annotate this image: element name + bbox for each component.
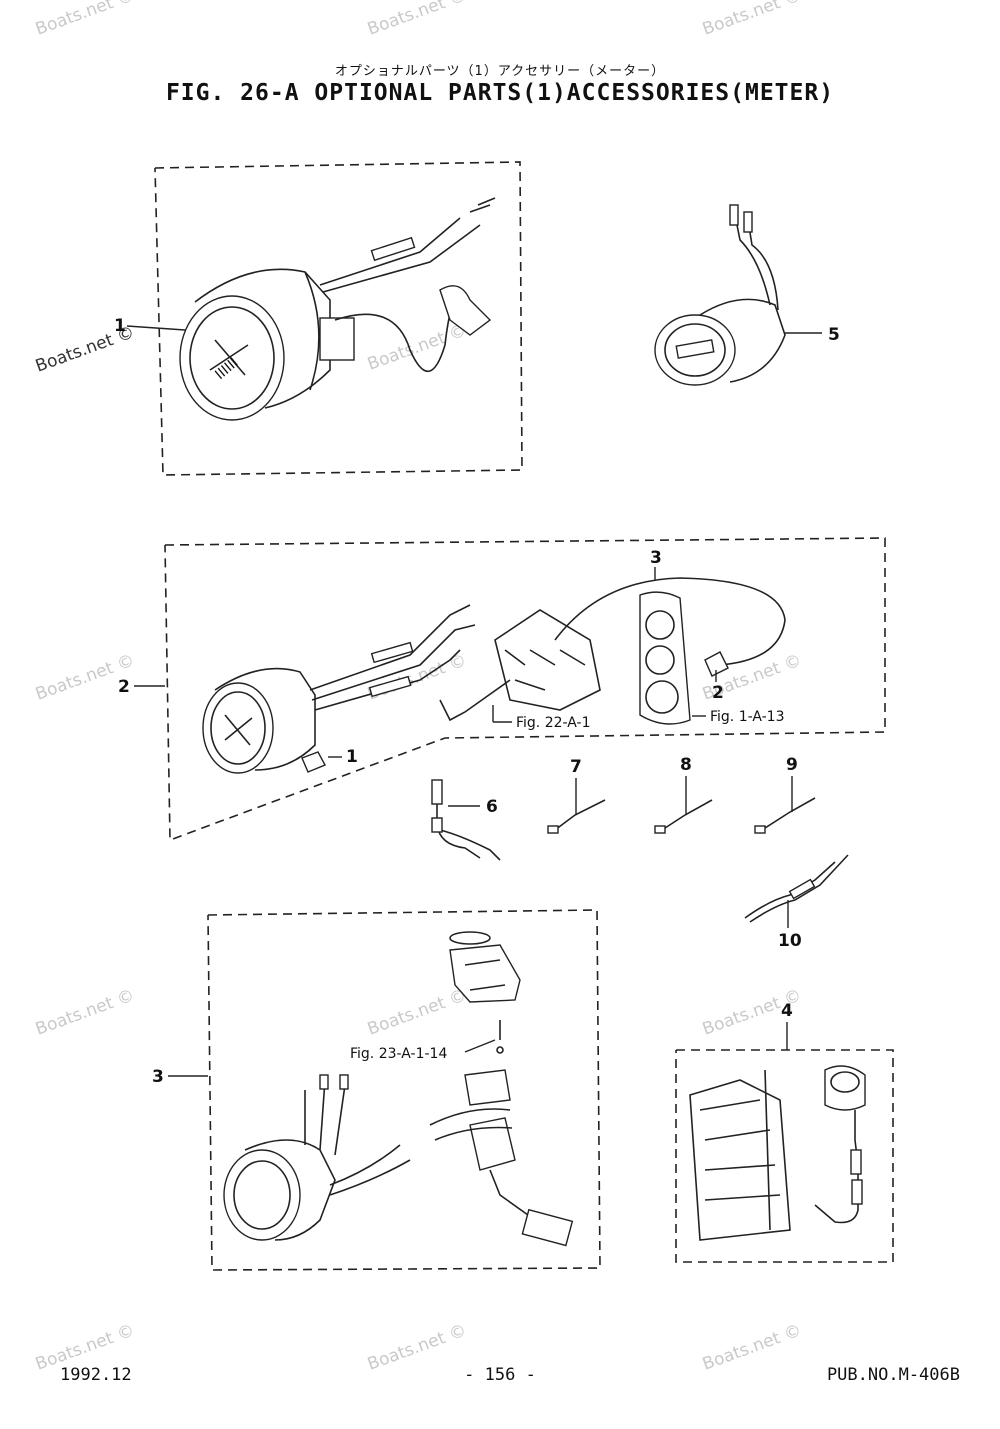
part-2-speedometer-kit: 2 3 2 1 Fig. 22-A-1 Fig. 1-A-13 [118,537,886,842]
part-10-harness: 10 [744,854,849,951]
tachometer-gauge: IIIIII [179,268,355,421]
watermark: Boats.net © [700,0,804,40]
part-7-wire: 7 [547,757,606,834]
figure-title-japanese: オプショナルパーツ（1）アクセサリー（メーター） [334,64,666,79]
watermark: Boats.net © [33,0,137,40]
part-1-tachometer-group: IIIIII 1 [114,161,523,476]
callout-7: 7 [570,757,582,777]
figure-title: FIG. 26-A OPTIONAL PARTS(1)ACCESSORIES(M… [165,80,835,106]
footer-date: 1992.12 [60,1365,132,1385]
footer-page-number: - 156 - [464,1365,536,1385]
callout-5: 5 [828,325,840,345]
watermarks: Boats.net © Boats.net © Boats.net © Boat… [33,0,804,1375]
ref-fig-22: Fig. 22-A-1 [516,715,591,731]
part-4-panel-assembly: 4 [675,1001,894,1263]
watermark: Boats.net © [365,985,469,1039]
callout-1-inner: 1 [346,747,358,767]
footer-publication-number: PUB.NO.M-406B [826,1365,960,1385]
callout-3-left: 3 [152,1067,164,1087]
part-3-fuel-gauge-kit: Fig. 23-A-1-14 3 [152,909,601,1271]
callout-10: 10 [778,931,802,951]
callout-4: 4 [781,1001,793,1021]
watermark: Boats.net © [33,985,137,1039]
callout-6: 6 [486,797,498,817]
callout-8: 8 [680,755,692,775]
watermark: Boats.net © [365,320,469,374]
ref-fig-1: Fig. 1-A-13 [710,709,785,725]
part-5-hour-meter: 5 [654,204,840,386]
callout-1: 1 [114,316,126,336]
part-8-wire: 8 [654,755,713,834]
watermark: Boats.net © [365,0,469,40]
part-6-sender: 6 [431,779,501,861]
part-9-wire: 9 [754,755,816,834]
callout-2-inner: 2 [712,683,724,703]
callout-3: 3 [650,548,662,568]
callout-2: 2 [118,677,130,697]
callout-9: 9 [786,755,798,775]
ref-fig-23: Fig. 23-A-1-14 [350,1046,447,1062]
